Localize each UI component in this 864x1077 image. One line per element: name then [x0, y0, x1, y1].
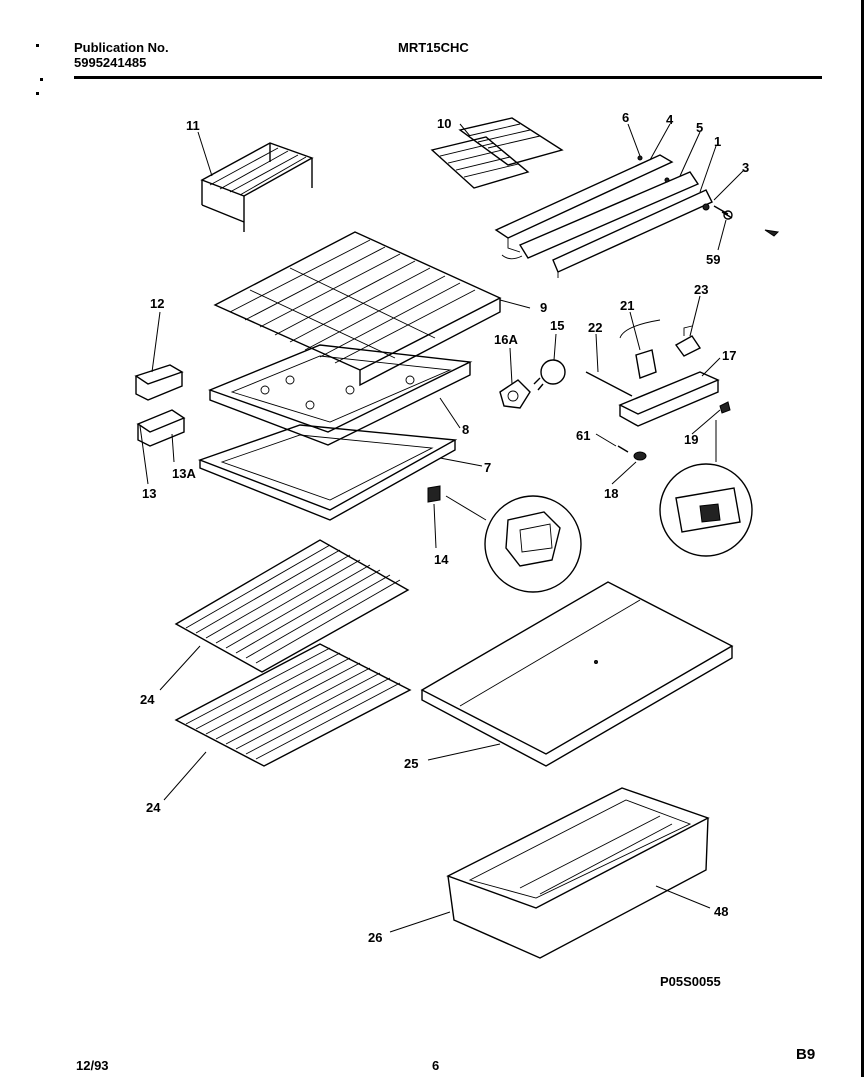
part-thermostat-assembly [585, 319, 702, 397]
part-control-housing [618, 371, 720, 427]
part-wire-rack [200, 142, 314, 232]
part-glass-shelf [420, 581, 734, 767]
callout-13: 13 [142, 486, 156, 501]
footer-date: 12/93 [76, 1058, 109, 1073]
part-evaporator-cover [208, 344, 473, 446]
callout-25: 25 [404, 756, 418, 771]
callout-13a: 13A [172, 466, 196, 481]
callout-11: 11 [186, 118, 200, 133]
callout-18: 18 [604, 486, 618, 501]
callout-19: 19 [684, 432, 698, 447]
scan-mark [40, 78, 43, 81]
callout-14: 14 [434, 552, 449, 567]
part-small-hardware [617, 401, 731, 461]
part-light-channel [494, 154, 713, 278]
footer-page-number: 6 [432, 1058, 440, 1073]
scan-mark [36, 92, 39, 95]
callout-8: 8 [462, 422, 469, 437]
part-door-bins [134, 364, 186, 447]
callout-16a: 16A [494, 332, 518, 347]
callout-21: 21 [620, 298, 634, 313]
callout-5: 5 [696, 120, 703, 135]
callout-22: 22 [588, 320, 602, 335]
callout-leader-lines [139, 123, 745, 933]
diagram-code: P05S0055 [660, 974, 721, 989]
model-number: MRT15CHC [398, 40, 469, 55]
callout-1: 1 [714, 134, 721, 149]
part-grid-shelf [213, 231, 502, 387]
callout-12: 12 [150, 296, 164, 311]
callout-48: 48 [714, 904, 728, 919]
part-crisper-drawer [446, 787, 710, 959]
part-light-socket [499, 359, 566, 409]
callout-26: 26 [368, 930, 382, 945]
callout-17: 17 [722, 348, 736, 363]
scan-mark [36, 44, 39, 47]
part-cover-panel [197, 424, 458, 521]
callout-3: 3 [742, 160, 749, 175]
part-screws [702, 203, 780, 237]
callout-23: 23 [694, 282, 708, 297]
callout-10: 10 [437, 116, 451, 131]
part-wire-shelf-lower [174, 643, 412, 767]
part-ice-trays [430, 117, 564, 189]
callout-59: 59 [706, 252, 720, 267]
part-wire-shelf-upper [174, 539, 410, 673]
callout-6: 6 [622, 110, 629, 125]
publication-number: 5995241485 [74, 55, 147, 70]
callout-labels: 11 10 6 4 5 1 3 59 9 12 13A 13 8 7 16A 1… [140, 110, 749, 945]
callout-9: 9 [540, 300, 547, 315]
part-light-switch-detail [659, 420, 753, 557]
callout-7: 7 [484, 460, 491, 475]
part-door-switch [427, 485, 582, 593]
callout-61: 61 [576, 428, 590, 443]
callout-24-upper: 24 [140, 692, 155, 707]
footer-section-code: B9 [796, 1046, 816, 1063]
header-rule [74, 76, 822, 79]
callout-24-lower: 24 [146, 800, 161, 815]
callout-15: 15 [550, 318, 564, 333]
callout-4: 4 [666, 112, 674, 127]
publication-label: Publication No. [74, 40, 169, 55]
